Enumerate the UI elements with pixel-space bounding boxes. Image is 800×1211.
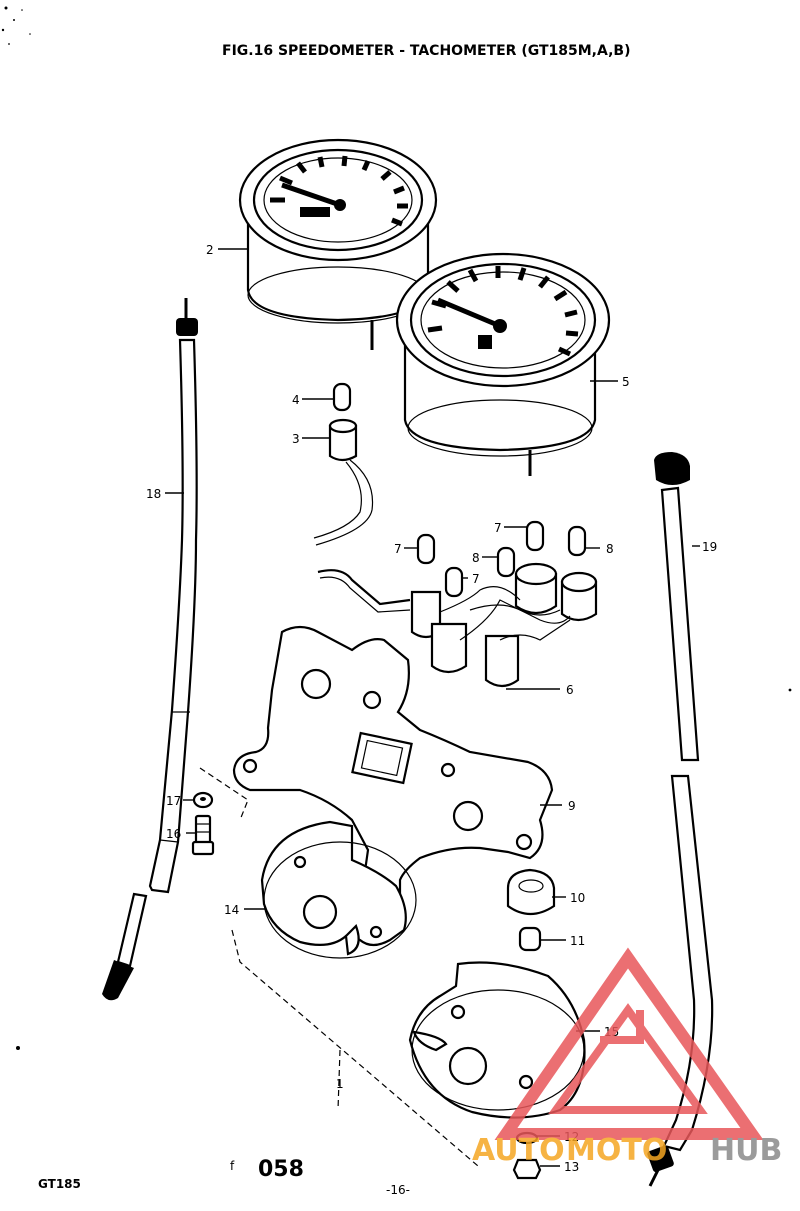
nut-part-13 — [512, 1158, 542, 1180]
indicator-lamp-sockets-part-6 — [317, 562, 598, 688]
callout-7-mid: 7 — [472, 572, 480, 586]
nut-part-17 — [192, 791, 214, 809]
assembly-dashed-lines — [199, 767, 479, 1167]
callout-16: 16 — [166, 827, 181, 841]
callout-6: 6 — [566, 683, 574, 697]
meter-cup-part-15 — [408, 961, 586, 1119]
callout-8-right: 8 — [606, 542, 614, 556]
callout-5: 5 — [622, 375, 630, 389]
speedometer — [238, 138, 438, 350]
indicator-lamp-bulbs — [416, 520, 587, 598]
watermark-text-moto: MOTO — [566, 1133, 667, 1168]
footer-model: GT185 — [38, 1177, 81, 1191]
leader-lines — [165, 248, 700, 1167]
socket-part-3 — [313, 418, 374, 546]
callout-1: 1 — [336, 1077, 344, 1091]
callout-9: 9 — [568, 799, 576, 813]
watermark-text-auto: AUTO — [472, 1133, 565, 1168]
scan-noise — [1, 6, 792, 1050]
callout-10: 10 — [570, 891, 585, 905]
tachometer — [395, 252, 611, 476]
callout-14: 14 — [224, 903, 239, 917]
footer-code: 058 — [258, 1157, 304, 1182]
callout-2: 2 — [206, 243, 214, 257]
callout-7-top: 7 — [494, 521, 502, 535]
spacer-part-11 — [518, 926, 542, 952]
callout-19: 19 — [702, 540, 717, 554]
meter-cup-part-14 — [260, 820, 417, 959]
footer-mark: f — [230, 1159, 235, 1173]
callout-labels: 2 4 3 5 6 7 7 7 8 8 9 10 11 14 15 12 13 … — [146, 243, 717, 1174]
callout-18: 18 — [146, 487, 161, 501]
watermark-text-hub: HUB — [710, 1133, 782, 1168]
speedometer-cable-part-18 — [102, 298, 198, 1001]
grommet-part-10 — [506, 868, 556, 916]
bulb-part-4 — [332, 382, 352, 412]
callout-8-left: 8 — [472, 551, 480, 565]
footer: GT185 f 058 -16- — [38, 1157, 410, 1197]
bolt-part-16 — [191, 814, 215, 856]
diagram-title: FIG.16 SPEEDOMETER - TACHOMETER (GT185M,… — [222, 43, 630, 59]
automotohub-watermark-logo: AUTO MOTO HUB — [472, 947, 782, 1168]
callout-17: 17 — [166, 794, 181, 808]
callout-11: 11 — [570, 934, 585, 948]
callout-7-left: 7 — [394, 542, 402, 556]
callout-13: 13 — [564, 1160, 579, 1174]
callout-4: 4 — [292, 393, 300, 407]
callout-3: 3 — [292, 432, 300, 446]
footer-page: -16- — [386, 1183, 410, 1197]
